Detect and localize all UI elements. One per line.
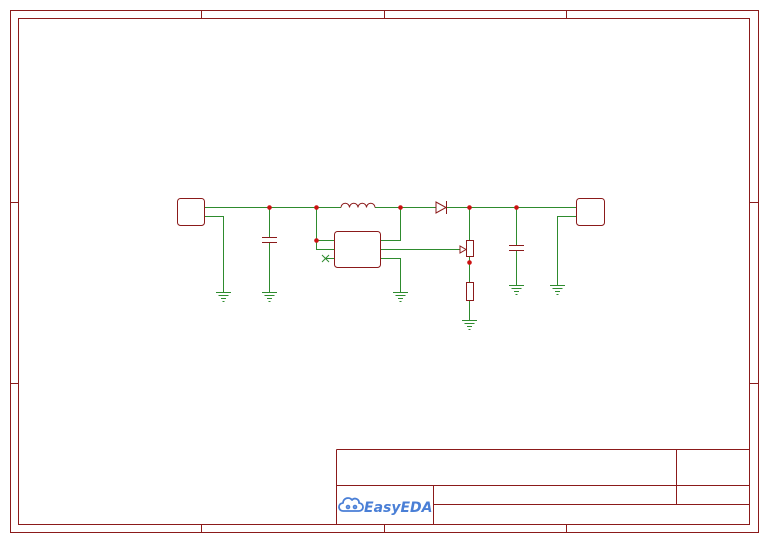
title-block [336,449,750,525]
wire [205,216,224,292]
brand-name: EasyEDA [364,500,433,516]
wire [316,207,334,241]
junction-dot [467,205,472,210]
feedback-potentiometer[interactable] [459,240,474,257]
input-connector[interactable] [177,198,205,226]
drawing-frame [10,10,759,533]
ground-icon [462,320,477,330]
ground-icon [262,292,277,302]
feedback-resistor[interactable] [466,282,474,301]
junction-dot [267,205,272,210]
junction-dot [398,205,403,210]
wire [381,207,401,241]
output-connector[interactable] [576,198,605,226]
inner-border [18,18,750,525]
wire [381,258,401,292]
diode[interactable] [435,201,448,214]
regulator-ic[interactable] [334,231,381,268]
junction-dot [314,238,319,243]
wire [316,240,334,250]
inductor[interactable] [340,202,376,208]
junction-dot [514,205,519,210]
cloud-icon [338,497,364,512]
junction-dot [314,205,319,210]
ground-icon [216,292,231,302]
wire [557,216,576,285]
output-capacitor[interactable] [509,245,524,251]
ground-symbols [216,285,565,330]
outer-border [10,10,759,533]
wires [205,207,576,320]
no-connect-flag [321,254,330,263]
easyeda-logo: EasyEDA [338,497,433,516]
ground-icon [393,292,408,302]
ground-icon [509,285,524,295]
input-capacitor[interactable] [262,237,277,243]
junctions [267,205,519,265]
junction-dot [467,260,472,265]
components [177,198,605,301]
ground-icon [550,285,565,295]
